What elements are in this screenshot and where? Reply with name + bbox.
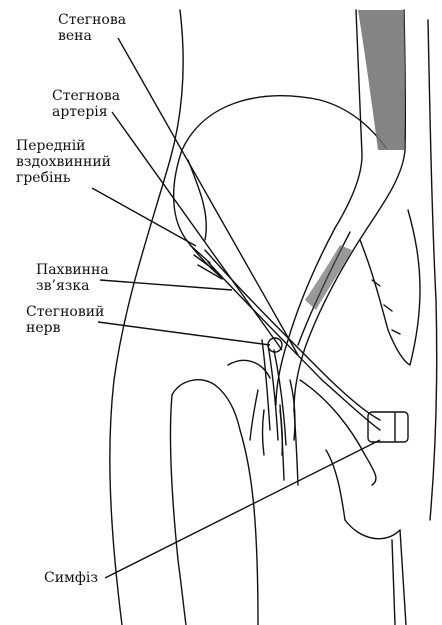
label-femoral-nerve: Стегновий нерв xyxy=(26,304,104,336)
leader-femoral-vein xyxy=(118,38,298,355)
iliac-vessel-outline xyxy=(276,228,335,405)
label-femoral-artery: Стегнова артерія xyxy=(52,88,120,120)
ilium-outline xyxy=(182,96,386,150)
femur-outline xyxy=(172,380,240,430)
iliac-vessel-shade xyxy=(358,10,405,150)
label-inguinal-ligament: Пахвинна зв’язка xyxy=(36,262,109,294)
sacrum-outline xyxy=(360,210,420,365)
leader-inguinal-ligament xyxy=(100,280,232,290)
label-symphysis: Симфіз xyxy=(44,570,98,586)
leader-symphysis xyxy=(105,440,380,578)
thigh-outline xyxy=(110,10,183,625)
label-femoral-vein: Стегнова вена xyxy=(58,12,126,44)
label-anterior-iliac-crest: Передній вздохвинний гребінь xyxy=(16,138,111,186)
leader-iliac-crest xyxy=(92,188,196,246)
leader-femoral-nerve xyxy=(98,322,270,345)
leader-femoral-artery xyxy=(112,112,282,350)
